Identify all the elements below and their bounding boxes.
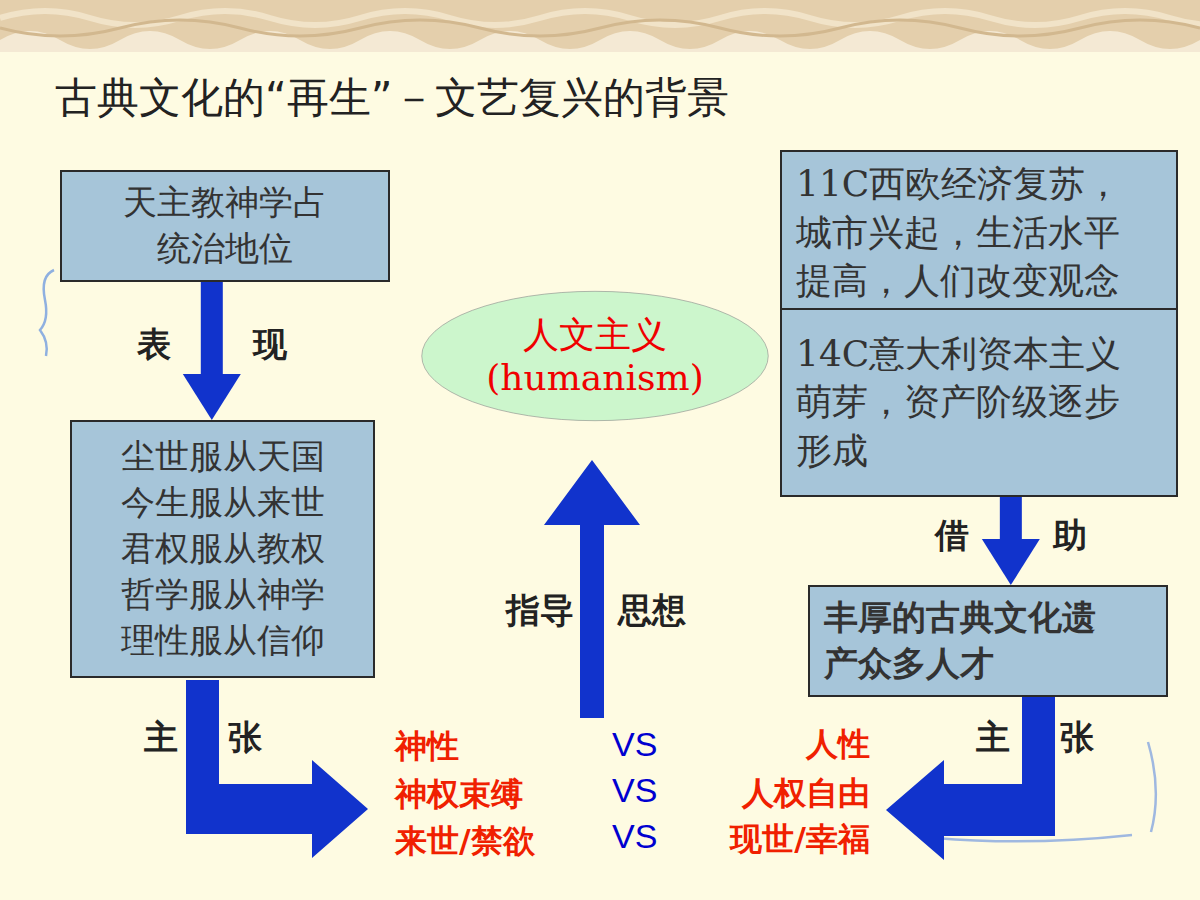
process-box: 天主教神学占统治地位 [60,170,390,282]
band-swirl [0,20,1200,36]
flow-arrow [183,282,241,420]
contrast-term: 人权自由 [742,774,870,812]
node-text: 丰厚的古典文化遗产众多人才 [824,595,1103,687]
concept-ellipse: 人文主义(humanism) [420,290,770,422]
relation-label: 主张 [976,717,1094,758]
contrast-term: 人性 [806,725,870,763]
contrast-term: 来世/禁欲 [395,822,535,860]
node-text: 人文主义 [523,313,667,356]
process-box: 14C意大利资本主义萌芽，资产阶级逐步形成 [780,308,1178,497]
contrast-term: 现世/幸福 [730,820,870,858]
band-swirl [0,11,1200,25]
ellipse-shape [422,291,769,420]
versus-mark: VS [612,770,657,811]
edge-label: 借助 [935,515,1087,556]
versus-mark: VS [612,816,657,857]
flow-arrow [982,497,1040,585]
arrow-head [982,539,1040,585]
arrow-shaft [201,282,223,376]
slide-title: 古典文化的“再生”－文艺复兴的背景 [55,70,729,126]
node-text: (humanism) [486,356,703,399]
contrast-term: 神权束缚 [395,775,523,813]
node-text: 尘世服从天国 今生服从来世 君权服从教权 哲学服从神学 理性服从信仰 [115,434,329,663]
band-wave [0,31,1200,52]
hand-bracket [1148,742,1156,832]
contrast-term: 神性 [395,727,459,765]
hand-bracket [40,270,54,356]
arrow-shaft [1000,497,1022,541]
relation-label: 主张 [144,717,262,758]
versus-mark: VS [612,724,657,765]
relation-label: 指导思想 [506,590,686,631]
node-text: 11C西欧经济复苏，城市兴起，生活水平提高，人们改变观念 [796,160,1127,306]
ellipse-outline [420,290,770,422]
up-arrow [544,460,640,718]
node-text: 天主教神学占统治地位 [118,180,332,272]
process-box: 丰厚的古典文化遗产众多人才 [808,585,1168,697]
arrow-head [183,374,241,420]
bent-arrow [186,680,368,858]
node-text: 14C意大利资本主义萌芽，资产阶级逐步形成 [796,330,1127,476]
edge-label: 表现 [137,324,287,365]
bent-arrow [886,697,1055,860]
process-box: 11C西欧经济复苏，城市兴起，生活水平提高，人们改变观念 [780,150,1178,316]
process-box: 尘世服从天国 今生服从来世 君权服从教权 哲学服从神学 理性服从信仰 [70,420,375,678]
